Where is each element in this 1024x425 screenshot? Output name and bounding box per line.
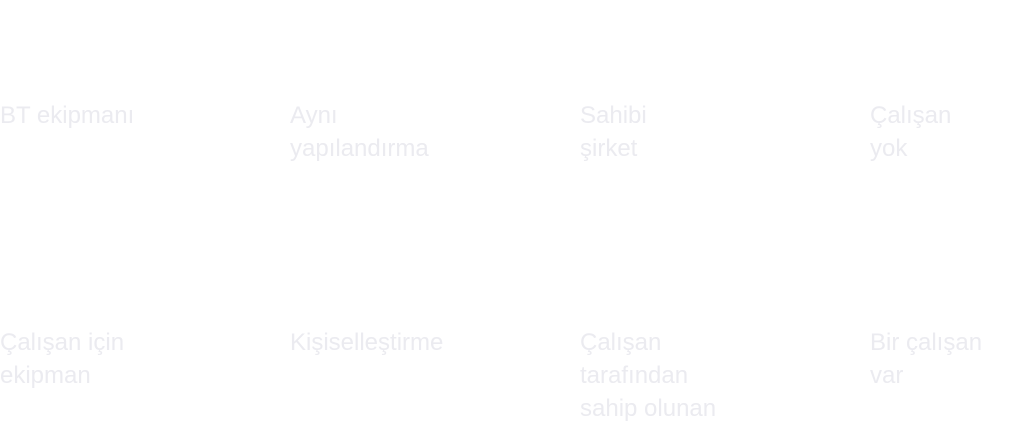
cell-text-line: Çalışan için [0, 329, 125, 356]
cell-text-line: yapılandırma [290, 135, 429, 162]
cell-text-line: Kişiselleştirme [290, 329, 444, 356]
comparison-cell: Çalışan için ekipman [0, 326, 240, 392]
cell-text-line: ekipman [0, 362, 91, 389]
comparison-cell: Çalışan yok [870, 99, 1024, 165]
comparison-cell: BT ekipmanı [0, 99, 240, 132]
cell-text-line: şirket [580, 135, 638, 162]
cell-text-line: Sahibi [580, 102, 647, 129]
comparison-cell: Çalışan tarafından sahip olunan [580, 326, 820, 425]
comparison-cell: Bir çalışan var [870, 326, 1024, 392]
cell-text-line: Çalışan [580, 329, 662, 356]
comparison-cell: Aynı yapılandırma [290, 99, 530, 165]
cell-text-line: Çalışan [870, 102, 952, 129]
cell-text-line: var [870, 362, 904, 389]
cell-text-line: BT ekipmanı [0, 102, 135, 129]
comparison-cell: Kişiselleştirme [290, 326, 530, 359]
cell-text-line: Bir çalışan [870, 329, 983, 356]
cell-text-line: tarafından [580, 362, 689, 389]
cell-text-line: sahip olunan [580, 395, 717, 422]
comparison-cell: Sahibi şirket [580, 99, 820, 165]
cell-text-line: yok [870, 135, 908, 162]
cell-text-line: Aynı [290, 102, 338, 129]
